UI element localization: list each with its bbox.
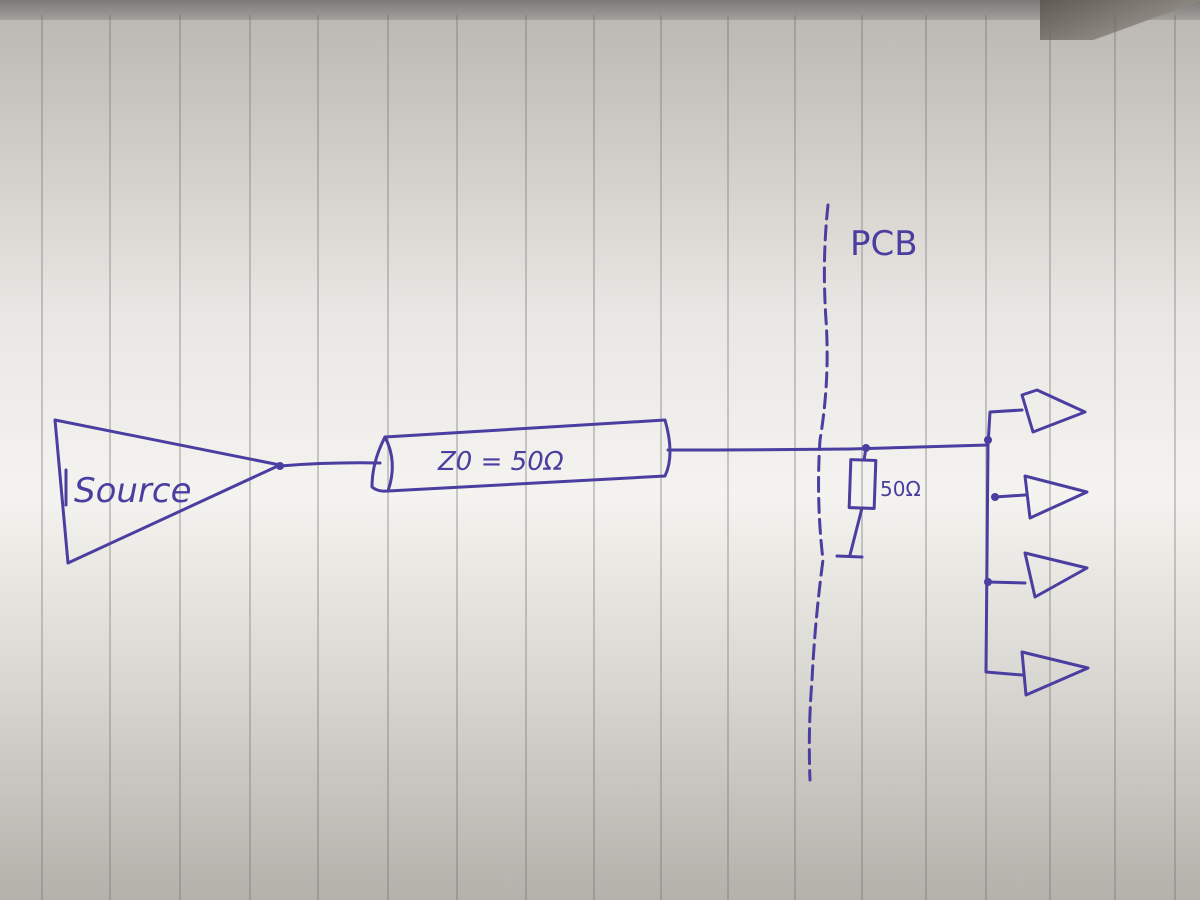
pcb-label: PCB [850, 224, 918, 264]
source-amplifier: Source [53, 418, 284, 565]
bus-branch-3 [986, 580, 1027, 585]
wire-source-to-line [278, 461, 382, 468]
source-label: Source [74, 471, 192, 511]
pcb-boundary-line [807, 203, 830, 782]
bus-branch-1 [986, 408, 1024, 447]
page-corner-shadow [1040, 0, 1200, 40]
resistor-value-label: 50Ω [880, 477, 921, 501]
receiver-buffer-3 [1023, 551, 1089, 599]
termination-resistor: 50Ω [835, 444, 921, 559]
impedance-label: Z0 = 50Ω [437, 447, 564, 477]
receiver-buffer-2 [1023, 474, 1089, 520]
transmission-line: Z0 = 50Ω [370, 418, 672, 493]
ruled-lines [41, 15, 1176, 900]
paper-top-edge [0, 0, 1200, 20]
receiver-buffer-4 [1020, 650, 1090, 697]
wire-line-to-receivers [666, 443, 990, 452]
bus-branch-2 [993, 493, 1027, 499]
receiver-bus [984, 443, 1024, 677]
receiver-buffer-1 [1020, 388, 1087, 434]
